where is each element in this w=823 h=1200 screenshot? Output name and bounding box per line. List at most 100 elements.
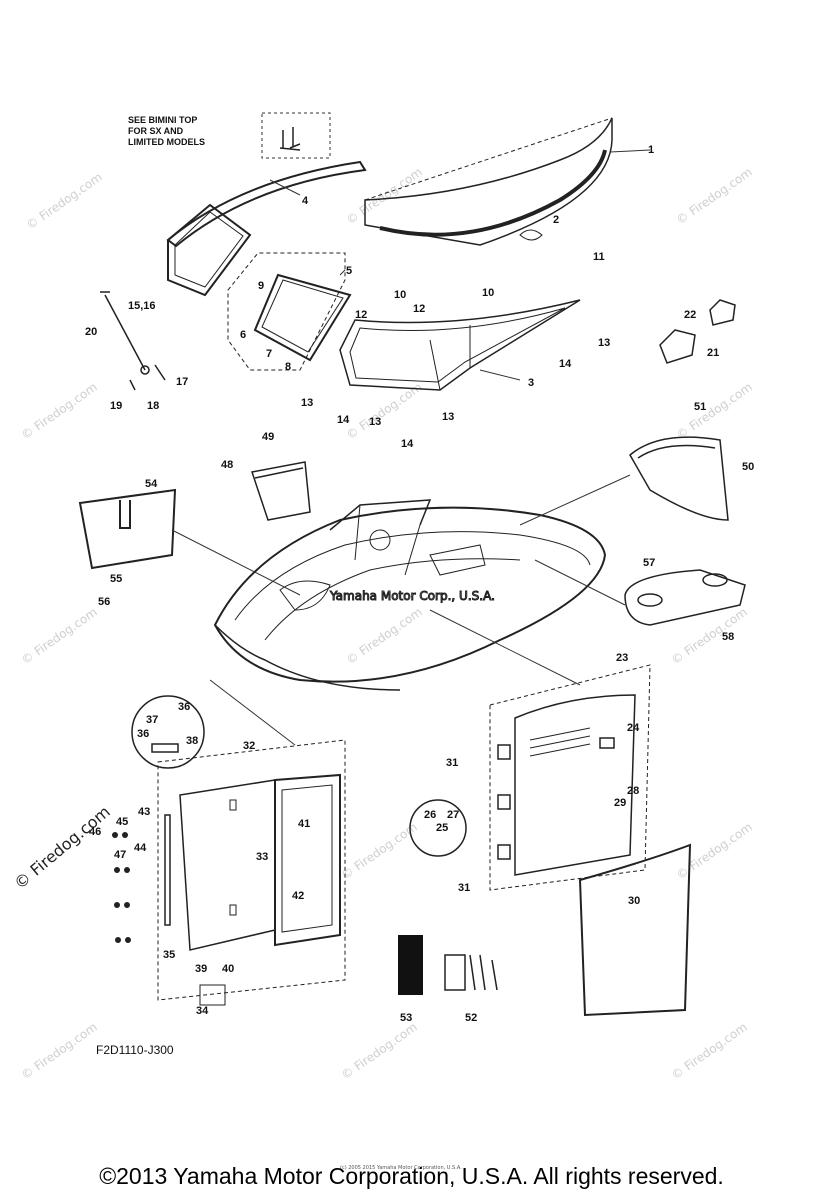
callout-4: 4 bbox=[302, 195, 309, 207]
callout-37: 37 bbox=[146, 714, 158, 726]
callout-36a: 36 bbox=[137, 728, 149, 740]
gasket-30 bbox=[578, 843, 692, 1017]
callout-48: 48 bbox=[221, 459, 233, 471]
callout-54: 54 bbox=[145, 478, 158, 490]
console-50 bbox=[629, 436, 729, 521]
callout-12b: 12 bbox=[413, 303, 425, 315]
cover-54 bbox=[78, 488, 177, 570]
callout-31b: 31 bbox=[458, 882, 470, 894]
windshield-frame-4 bbox=[166, 160, 367, 297]
callout-5: 5 bbox=[346, 265, 352, 277]
clips-21-22 bbox=[659, 299, 736, 364]
callout-8: 8 bbox=[285, 361, 291, 373]
detail-circle-36-38 bbox=[131, 695, 205, 769]
callout-44: 44 bbox=[134, 842, 147, 854]
callout-28: 28 bbox=[627, 785, 639, 797]
watermark-large: © Firedog.com bbox=[10, 802, 113, 893]
tiny-print: (c) 2005 2015 Yamaha Motor Corporation, … bbox=[340, 1165, 462, 1171]
parts-52 bbox=[444, 954, 498, 991]
callout-25: 25 bbox=[436, 822, 448, 834]
boat-watermark: Yamaha Motor Corp., U.S.A. bbox=[329, 589, 495, 603]
callout-14a: 14 bbox=[559, 358, 572, 370]
callout-29: 29 bbox=[614, 797, 626, 809]
callout-3: 3 bbox=[528, 377, 534, 389]
callout-23: 23 bbox=[616, 652, 628, 664]
callout-43: 43 bbox=[138, 806, 150, 818]
callout-56: 56 bbox=[98, 596, 110, 608]
callout-2: 2 bbox=[553, 214, 559, 226]
callout-22: 22 bbox=[684, 309, 696, 321]
bin-48 bbox=[251, 461, 311, 521]
door-assembly-23 bbox=[409, 664, 651, 891]
part-code: F2D1110-J300 bbox=[96, 1043, 174, 1057]
leader-lines bbox=[171, 149, 651, 746]
callout-20: 20 bbox=[85, 326, 97, 338]
callout-6: 6 bbox=[240, 329, 246, 341]
callout-12a: 12 bbox=[355, 309, 367, 321]
callout-46: 46 bbox=[89, 826, 101, 838]
watermark-8: © Firedog.com bbox=[344, 605, 425, 668]
callout-36b: 36 bbox=[178, 701, 190, 713]
callout-27: 27 bbox=[447, 809, 459, 821]
callout-40: 40 bbox=[222, 963, 234, 975]
callout-32: 32 bbox=[243, 740, 255, 752]
watermark-1: © Firedog.com bbox=[24, 170, 105, 233]
callout-14b: 14 bbox=[337, 414, 350, 426]
callout-55: 55 bbox=[110, 573, 122, 585]
callout-10a: 10 bbox=[394, 289, 406, 301]
strip-53 bbox=[398, 935, 423, 995]
watermark-3: © Firedog.com bbox=[674, 165, 755, 228]
watermark-10: © Firedog.com bbox=[19, 1020, 100, 1083]
callout-50: 50 bbox=[742, 461, 754, 473]
seat-57 bbox=[624, 569, 746, 626]
callout-52: 52 bbox=[465, 1012, 477, 1024]
callout-39: 39 bbox=[195, 963, 207, 975]
cushion-1 bbox=[364, 117, 613, 246]
callout-45: 45 bbox=[116, 816, 128, 828]
callout-58: 58 bbox=[722, 631, 734, 643]
callout-30: 30 bbox=[628, 895, 640, 907]
windscreen-5 bbox=[227, 252, 352, 371]
callout-18: 18 bbox=[147, 400, 159, 412]
callout-26: 26 bbox=[424, 809, 436, 821]
callout-38: 38 bbox=[186, 735, 198, 747]
glass-section-3 bbox=[339, 299, 581, 391]
callout-24: 24 bbox=[627, 722, 640, 734]
callout-49: 49 bbox=[262, 431, 274, 443]
callout-13c: 13 bbox=[369, 416, 381, 428]
callout-14c: 14 bbox=[401, 438, 414, 450]
watermark-12: © Firedog.com bbox=[669, 1020, 750, 1083]
bimini-note: SEE BIMINI TOP FOR SX AND LIMITED MODELS bbox=[128, 112, 331, 159]
watermark-14: © Firedog.com bbox=[674, 820, 755, 883]
callout-51: 51 bbox=[694, 401, 706, 413]
copyright-footer: ©2013 Yamaha Motor Corporation, U.S.A. A… bbox=[99, 1163, 724, 1189]
watermark-6: © Firedog.com bbox=[674, 380, 755, 443]
callout-33: 33 bbox=[256, 851, 268, 863]
callout-13d: 13 bbox=[442, 411, 454, 423]
callout-17: 17 bbox=[176, 376, 188, 388]
watermark-9: © Firedog.com bbox=[669, 605, 750, 668]
callout-labels: 1 2 3 4 5 6 7 8 9 10 10 11 12 12 13 13 1… bbox=[85, 144, 754, 1024]
callout-31a: 31 bbox=[446, 757, 458, 769]
callout-11: 11 bbox=[593, 251, 605, 263]
watermark-7: © Firedog.com bbox=[19, 605, 100, 668]
hardware-left bbox=[112, 832, 131, 943]
callout-9: 9 bbox=[258, 280, 264, 292]
callout-41: 41 bbox=[298, 818, 310, 830]
note-line-1: SEE BIMINI TOP bbox=[128, 115, 197, 125]
pole-15-16 bbox=[100, 291, 166, 391]
boat-hull: Yamaha Motor Corp., U.S.A. bbox=[213, 499, 607, 691]
callout-19: 19 bbox=[110, 400, 122, 412]
callout-1: 1 bbox=[648, 144, 654, 156]
callout-53: 53 bbox=[400, 1012, 412, 1024]
callout-57: 57 bbox=[643, 557, 655, 569]
callout-10b: 10 bbox=[482, 287, 494, 299]
callout-21: 21 bbox=[707, 347, 719, 359]
door-assembly-32 bbox=[157, 739, 346, 1006]
callout-15-16: 15,16 bbox=[128, 300, 156, 312]
note-line-3: LIMITED MODELS bbox=[128, 137, 205, 147]
watermark-13: © Firedog.com bbox=[339, 820, 420, 883]
callout-34: 34 bbox=[196, 1005, 209, 1017]
watermark-4: © Firedog.com bbox=[19, 380, 100, 443]
